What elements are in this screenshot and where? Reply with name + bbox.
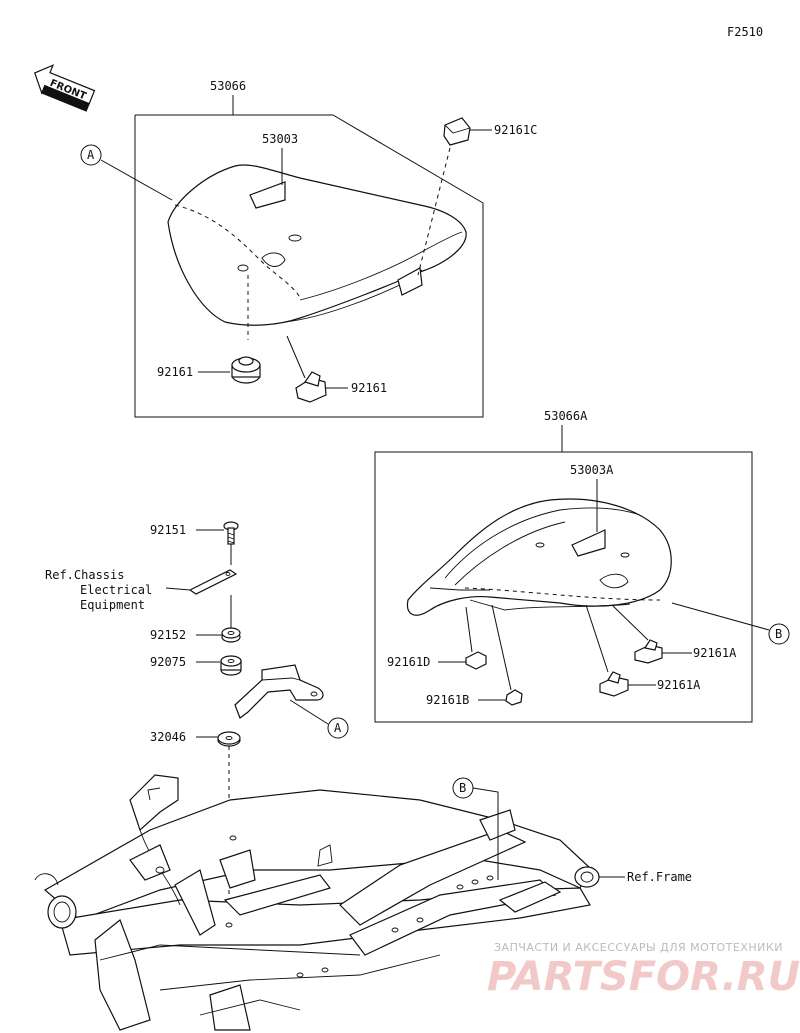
group-53066-frame bbox=[134, 114, 484, 418]
callout-b-frame-text: B bbox=[459, 781, 466, 795]
callout-a-top-text: A bbox=[87, 148, 95, 162]
label-92161C: 92161C bbox=[494, 123, 537, 137]
bolt-92151 bbox=[223, 521, 239, 545]
ref-chassis-line2: Electrical bbox=[80, 583, 152, 597]
washer-92152 bbox=[221, 627, 241, 643]
leader-callout-a-bracket bbox=[289, 699, 329, 725]
label-92161D: 92161D bbox=[387, 655, 430, 669]
motorcycle-frame bbox=[34, 774, 600, 1031]
leader-92161A-lower-up bbox=[585, 604, 609, 673]
leader-callout-a-top bbox=[100, 159, 173, 201]
ref-chassis-line3: Equipment bbox=[80, 598, 145, 612]
damper-92161C bbox=[443, 117, 471, 146]
callout-a-bracket-text: A bbox=[334, 721, 342, 735]
figure-code: F2510 bbox=[727, 25, 763, 39]
label-53066A: 53066A bbox=[544, 409, 588, 423]
leader-92161-right-up bbox=[286, 335, 306, 379]
damper-92161D bbox=[465, 651, 487, 670]
watermark-logo: PARTSFOR.RU bbox=[487, 954, 800, 1000]
group-53066A-frame bbox=[374, 451, 753, 723]
callout-b-right bbox=[768, 623, 790, 645]
damper-92161A-upper bbox=[634, 639, 663, 664]
front-arrow-icon: FRONT bbox=[34, 64, 96, 112]
washer-32046 bbox=[217, 731, 241, 747]
leader-92161A-upper-up bbox=[611, 604, 649, 641]
leader-ref-chassis bbox=[165, 587, 191, 591]
dash-92161C bbox=[417, 147, 451, 276]
label-92152: 92152 bbox=[150, 628, 186, 642]
leader-callout-b-frame bbox=[472, 787, 499, 880]
damper-92161A-lower bbox=[599, 671, 629, 697]
label-92151: 92151 bbox=[150, 523, 186, 537]
ref-chassis-line1: Ref.Chassis bbox=[45, 568, 124, 582]
front-seat bbox=[167, 164, 467, 340]
chassis-strap bbox=[188, 569, 238, 595]
callout-a-bracket bbox=[327, 717, 349, 739]
label-92161-left: 92161 bbox=[157, 365, 193, 379]
label-92161A-lower: 92161A bbox=[657, 678, 701, 692]
grommet-92075 bbox=[220, 655, 242, 676]
callout-b-right-text: B bbox=[775, 627, 782, 641]
seat-bracket bbox=[234, 664, 324, 719]
label-92161-right: 92161 bbox=[351, 381, 387, 395]
label-92161A-upper: 92161A bbox=[693, 646, 737, 660]
leader-92161D-up bbox=[465, 606, 473, 653]
leader-callout-b-right bbox=[671, 602, 770, 631]
callout-a-top bbox=[80, 144, 102, 166]
label-92161B: 92161B bbox=[426, 693, 469, 707]
ref-frame-label: Ref.Frame bbox=[627, 870, 692, 884]
label-53066: 53066 bbox=[210, 79, 246, 93]
label-92075: 92075 bbox=[150, 655, 186, 669]
label-32046: 32046 bbox=[150, 730, 186, 744]
damper-92161-left bbox=[231, 356, 261, 384]
label-53003: 53003 bbox=[262, 132, 298, 146]
rear-seat bbox=[406, 498, 672, 616]
seat-label-tag bbox=[249, 181, 286, 209]
damper-92161-right bbox=[295, 371, 327, 403]
rear-seat-label-tag bbox=[571, 529, 606, 557]
watermark-caption: ЗАПЧАСТИ И АКСЕССУАРЫ ДЛЯ МОТОТЕХНИКИ bbox=[494, 941, 783, 954]
damper-92161B bbox=[505, 689, 523, 706]
leader-92161B-up bbox=[491, 604, 512, 691]
label-53003A: 53003A bbox=[570, 463, 614, 477]
